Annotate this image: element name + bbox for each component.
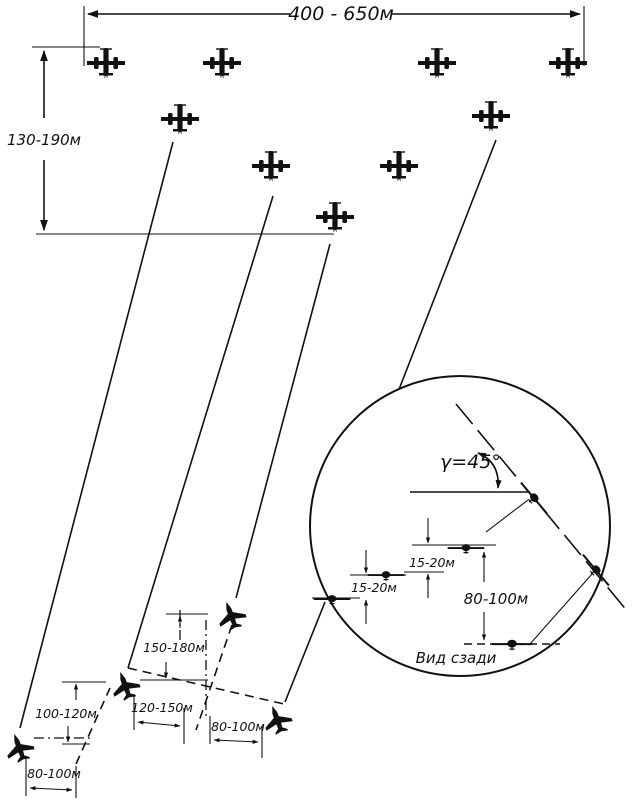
gap-e-label: 80-100м — [211, 719, 265, 734]
rear-diagonal — [455, 403, 629, 613]
vert-a-label: 15-20м — [409, 555, 455, 570]
bomber-5 — [160, 103, 200, 134]
rear-view-label: Вид сзади — [416, 649, 497, 667]
line-right-upper — [397, 139, 497, 393]
gap-c-label: 150-180м — [143, 640, 205, 655]
bomber-2 — [202, 47, 242, 78]
gap-d-arrow — [137, 720, 181, 728]
fighter-1 — [1, 729, 38, 766]
top-width-label: 400 - 650м — [288, 3, 394, 25]
vert-c-label: 80-100м — [464, 590, 528, 608]
gap-b-arrow — [29, 786, 73, 792]
angle-label: γ=45° — [440, 451, 501, 473]
dash-left-riser — [75, 687, 111, 765]
gap-d-label: 120-150м — [131, 700, 193, 715]
vert-b-label: 15-20м — [351, 580, 397, 595]
bomber-9 — [315, 201, 355, 232]
bomber-6 — [471, 100, 511, 131]
bomber-7 — [251, 150, 291, 181]
bomber-4 — [548, 47, 588, 78]
gap-b-label: 80-100м — [27, 766, 81, 781]
rear-link-1 — [485, 499, 529, 533]
gap-a-label: 100-120м — [35, 706, 97, 721]
rear-link-2 — [529, 573, 593, 645]
dash-center — [195, 624, 233, 731]
line-right-lower — [284, 601, 326, 703]
bomber-8 — [379, 150, 419, 181]
depth-label: 130-190м — [7, 131, 81, 149]
line-inner — [235, 243, 331, 599]
line-left — [19, 141, 174, 729]
bomber-1 — [86, 47, 126, 78]
fighter-2 — [107, 667, 144, 704]
gap-e-arrow — [213, 738, 259, 744]
angle-arc — [477, 452, 502, 489]
rear-view-circle — [309, 375, 611, 677]
bomber-3 — [417, 47, 457, 78]
line-middle — [127, 195, 274, 669]
